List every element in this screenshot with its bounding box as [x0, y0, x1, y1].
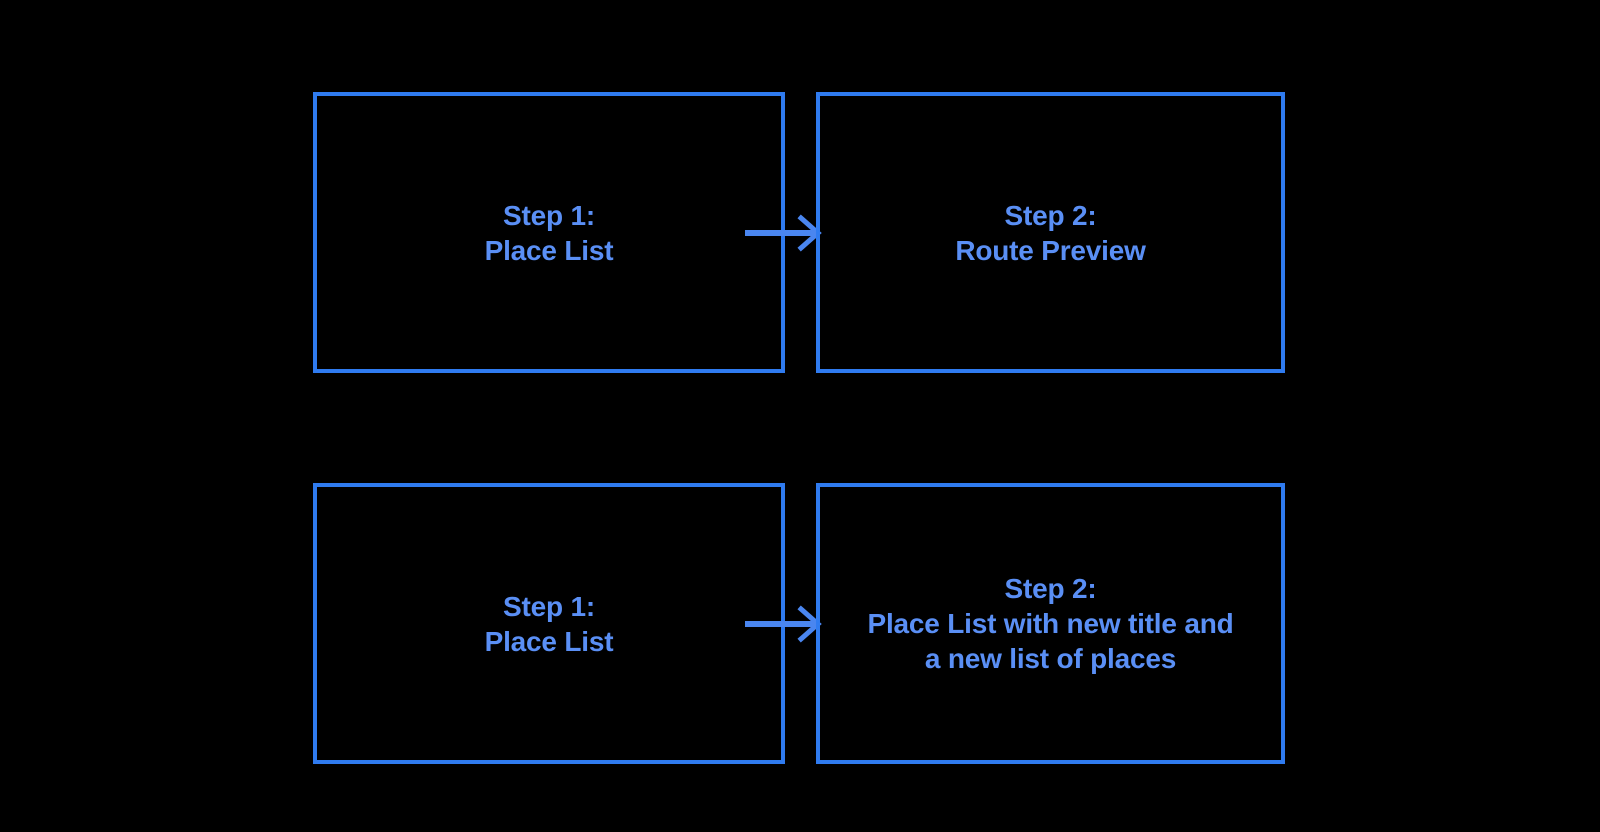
- step-box-label: Step 2: Place List with new title and a …: [867, 573, 1234, 674]
- step-box-label: Step 1: Place List: [484, 590, 614, 657]
- step-box-step-1-place-list[interactable]: Step 1: Place List: [313, 92, 785, 373]
- step-box-label: Step 2: Route Preview: [955, 199, 1146, 266]
- flow-row-route-preview: Step 1: Place List Step 2: Route Preview: [0, 92, 1600, 374]
- step-box-step-2-new-place-list[interactable]: Step 2: Place List with new title and a …: [816, 483, 1285, 764]
- step-box-step-1-place-list[interactable]: Step 1: Place List: [313, 483, 785, 764]
- flow-row-new-place-list: Step 1: Place List Step 2: Place List wi…: [0, 483, 1600, 765]
- step-box-label: Step 1: Place List: [484, 199, 614, 266]
- step-box-step-2-route-preview[interactable]: Step 2: Route Preview: [816, 92, 1285, 373]
